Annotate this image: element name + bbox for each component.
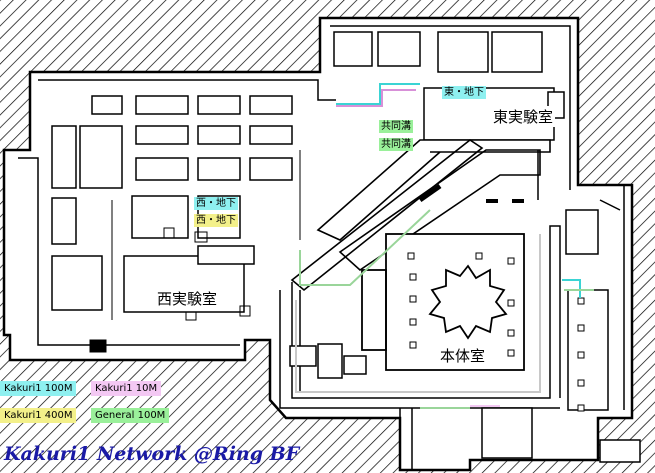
map-title: Kakuri1 Network @Ring BF [4,443,300,465]
room-label-west-lab: 西実験室 [155,288,220,309]
cable-routes [295,83,594,409]
legend-kakuri1-400m: Kakuri1 400M [0,408,77,423]
legend-kakuri1-100m: Kakuri1 100M [0,381,77,396]
tag-shared-trench-1: 共同溝 [379,120,413,133]
diagonal-corridor [290,139,551,292]
tag-shared-trench-2: 共同溝 [379,138,413,151]
main-hall-markers [407,252,515,357]
west-rooms [51,95,293,313]
outer-walls [18,25,625,410]
room-label-east-lab: 東実験室 [491,106,556,127]
west-lab-details [89,150,301,353]
south-service-area [399,407,641,470]
room-label-main-hall: 本体室 [438,345,488,366]
tag-east-underground: 東・地下 [442,86,486,99]
tag-west-underground-1: 西・地下 [194,197,238,210]
legend-general-100m: General 100M [91,408,170,423]
tag-west-underground-2: 西・地下 [194,214,238,227]
legend-kakuri1-10m: Kakuri1 10M [91,381,162,396]
